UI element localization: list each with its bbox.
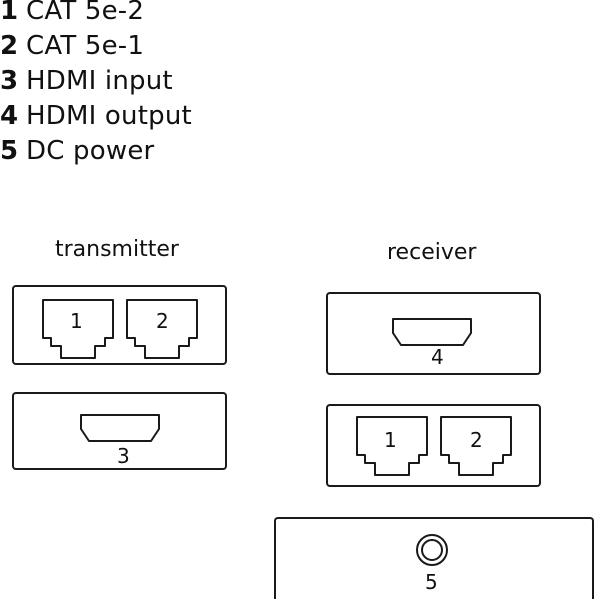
dc-power-jack-icon bbox=[416, 534, 448, 566]
receiver-power-panel: 5 bbox=[274, 517, 594, 599]
legend-number: 2 bbox=[0, 31, 19, 61]
rj45-port-icon bbox=[356, 416, 428, 476]
transmitter-port-1-label: 1 bbox=[70, 309, 83, 333]
transmitter-title: transmitter bbox=[55, 237, 179, 262]
receiver-dc-label: 5 bbox=[425, 570, 438, 594]
hdmi-port-icon bbox=[80, 414, 160, 442]
rj45-port-icon bbox=[440, 416, 512, 476]
legend-number: 4 bbox=[0, 101, 19, 131]
hdmi-port-icon bbox=[392, 318, 472, 346]
transmitter-hdmi-panel: 3 bbox=[12, 392, 227, 470]
rj45-port-icon bbox=[42, 299, 114, 359]
transmitter-hdmi-label: 3 bbox=[117, 444, 130, 468]
legend-label: CAT 5e-2 bbox=[26, 0, 145, 26]
legend-label: CAT 5e-1 bbox=[26, 31, 145, 61]
receiver-hdmi-panel: 4 bbox=[326, 292, 541, 375]
legend-number: 5 bbox=[0, 136, 19, 166]
legend-item-3: 3 HDMI input bbox=[0, 64, 192, 99]
legend-number: 3 bbox=[0, 66, 19, 96]
legend-number: 1 bbox=[0, 0, 19, 26]
legend-item-4: 4 HDMI output bbox=[0, 99, 192, 134]
transmitter-port-2-label: 2 bbox=[156, 309, 169, 333]
receiver-hdmi-label: 4 bbox=[431, 345, 444, 369]
receiver-ethernet-panel: 1 2 bbox=[326, 404, 541, 487]
legend-label: HDMI input bbox=[26, 66, 173, 96]
receiver-port-1-label: 1 bbox=[384, 428, 397, 452]
legend: 1 CAT 5e-2 2 CAT 5e-1 3 HDMI input 4 HDM… bbox=[0, 0, 192, 169]
legend-item-2: 2 CAT 5e-1 bbox=[0, 29, 192, 64]
legend-item-5: 5 DC power bbox=[0, 134, 192, 169]
legend-label: HDMI output bbox=[26, 101, 192, 131]
receiver-port-2-label: 2 bbox=[470, 428, 483, 452]
legend-label: DC power bbox=[26, 136, 155, 166]
rj45-port-icon bbox=[126, 299, 198, 359]
receiver-title: receiver bbox=[387, 240, 477, 265]
legend-item-1: 1 CAT 5e-2 bbox=[0, 0, 192, 29]
transmitter-ethernet-panel: 1 2 bbox=[12, 285, 227, 365]
